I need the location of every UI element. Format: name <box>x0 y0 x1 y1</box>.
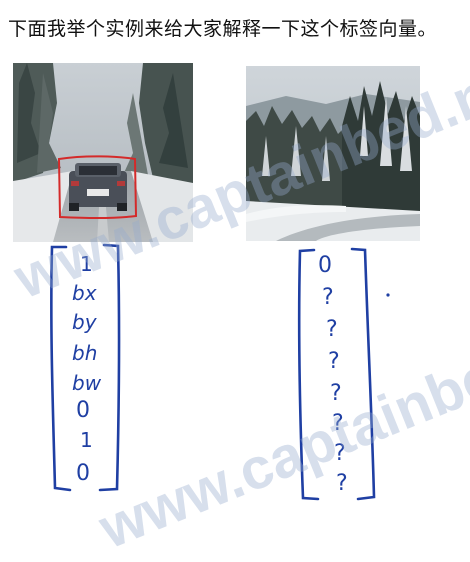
left-vector-entry: 0 <box>76 461 90 486</box>
left-vector-open-bracket <box>50 245 72 492</box>
left-vector-entry: by <box>72 310 98 334</box>
right-vector-entry: ? <box>328 349 340 374</box>
left-vector-close-bracket <box>98 243 121 492</box>
left-vector-entry: bw <box>72 371 102 395</box>
pen-dot <box>386 293 390 297</box>
car-photo <box>13 63 193 242</box>
left-vector-entry: 0 <box>76 398 90 423</box>
left-vector-entry: 1 <box>80 252 93 276</box>
left-vector-entry: bh <box>72 341 97 365</box>
right-vector-entry: ? <box>330 381 342 406</box>
right-vector-entry: ? <box>332 411 344 436</box>
heading-text: 下面我举个实例来给大家解释一下这个标签向量。 <box>8 18 438 40</box>
right-vector-entry: ? <box>334 441 346 466</box>
forest-photo <box>246 66 420 241</box>
left-vector-entry: bx <box>72 281 97 305</box>
right-vector-entry: ? <box>326 317 338 342</box>
right-vector-entry: 0 <box>318 253 332 278</box>
right-vector-entry: ? <box>322 285 334 310</box>
right-vector-entry: ? <box>336 471 348 496</box>
right-vector-close-bracket <box>350 247 376 501</box>
left-vector-entry: 1 <box>80 428 93 452</box>
right-vector-open-bracket <box>297 248 320 501</box>
label-vectors: 1 bx by bh bw 0 1 0 0 ? ? ? ? ? ? ? <box>50 243 390 501</box>
